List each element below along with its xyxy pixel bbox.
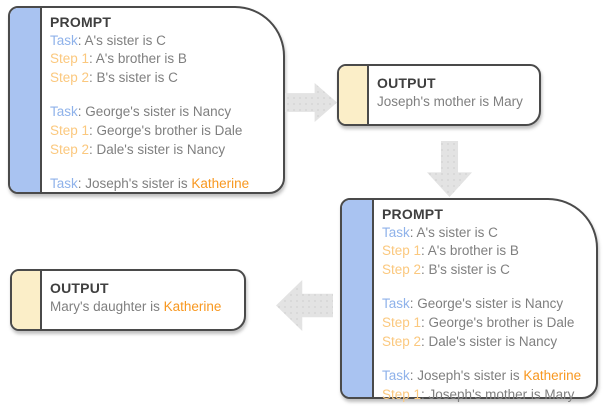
text-segment: Joseph's mother is Mary	[377, 93, 523, 109]
text-segment: : A's brother is B	[421, 243, 519, 259]
text-line: Task: A's sister is C	[382, 224, 592, 243]
output-accent-bar	[339, 66, 369, 124]
text-line: Step 2: Dale's sister is Nancy	[50, 141, 279, 160]
text-segment: Step 2	[50, 69, 90, 85]
blank-line	[382, 279, 592, 295]
blank-line	[382, 351, 592, 367]
box-header: OUTPUT	[377, 75, 436, 91]
text-segment: : George's brother is Dale	[421, 314, 575, 330]
text-segment: Task	[50, 176, 78, 192]
text-line: Joseph's mother is Mary	[377, 93, 535, 112]
text-line: Task: A's sister is C	[50, 32, 279, 51]
text-segment: : Joseph's sister is	[77, 176, 192, 192]
output-box-1: OUTPUT Joseph's mother is Mary	[337, 64, 541, 126]
arrow-left-icon	[276, 280, 333, 331]
output-box-2: OUTPUT Mary's daughter is Katherine	[10, 269, 246, 331]
blank-line	[50, 159, 279, 175]
text-segment: : Joseph's mother is Mary	[421, 386, 575, 402]
text-segment: : A's sister is C	[77, 32, 166, 48]
output-accent-bar	[12, 271, 42, 329]
text-segment: Step 1	[382, 386, 422, 402]
text-line: Step 2: Dale's sister is Nancy	[382, 333, 592, 352]
text-line: Step 1: George's brother is Dale	[50, 122, 279, 141]
arrow-right-icon	[285, 83, 337, 122]
text-segment: Task	[382, 368, 410, 384]
text-line: Mary's daughter is Katherine	[50, 298, 240, 317]
text-segment: : Dale's sister is Nancy	[421, 333, 558, 349]
text-line: Task: George's sister is Nancy	[50, 103, 279, 122]
text-segment: : George's sister is Nancy	[77, 104, 232, 120]
text-segment: Katherine	[191, 176, 250, 192]
prompt-accent-bar	[342, 200, 374, 397]
text-segment: : George's brother is Dale	[89, 122, 243, 138]
text-line: Task: George's sister is Nancy	[382, 295, 592, 314]
text-segment: Step 1	[50, 122, 90, 138]
text-segment: : B's sister is C	[421, 261, 510, 277]
text-segment: Task	[382, 224, 410, 240]
text-line: Step 1: A's brother is B	[382, 242, 592, 261]
blank-line	[50, 87, 279, 103]
text-segment: : A's brother is B	[89, 51, 187, 67]
text-segment: Step 2	[382, 333, 422, 349]
text-line: Step 1: A's brother is B	[50, 50, 279, 69]
text-line: Step 1: George's brother is Dale	[382, 314, 592, 333]
text-segment: : Dale's sister is Nancy	[89, 141, 226, 157]
text-segment: Task	[382, 296, 410, 312]
text-segment: Step 1	[382, 243, 422, 259]
text-segment: Step 1	[50, 51, 90, 67]
text-segment: Katherine	[163, 298, 222, 314]
text-line: Task: Joseph's sister is Katherine	[50, 175, 279, 194]
text-segment: Task	[50, 32, 78, 48]
text-segment: : George's sister is Nancy	[409, 296, 564, 312]
text-line: Task: Joseph's sister is Katherine	[382, 367, 592, 386]
box-header: PROMPT	[50, 14, 112, 30]
prompt-accent-bar	[10, 8, 42, 192]
text-segment: : Joseph's sister is	[409, 368, 524, 384]
text-segment: : B's sister is C	[89, 69, 178, 85]
box-content: OUTPUT Joseph's mother is Mary	[369, 66, 539, 124]
text-line: Step 2: B's sister is C	[382, 261, 592, 280]
box-header: OUTPUT	[50, 280, 109, 296]
text-segment: Katherine	[523, 368, 582, 384]
arrow-down-icon	[427, 141, 472, 197]
text-segment: : A's sister is C	[409, 224, 498, 240]
text-segment: Task	[50, 104, 78, 120]
text-line: Step 2: B's sister is C	[50, 69, 279, 88]
text-segment: Step 2	[382, 261, 422, 277]
box-content: OUTPUT Mary's daughter is Katherine	[42, 271, 244, 329]
box-header: PROMPT	[382, 206, 444, 222]
text-segment: Mary's daughter is	[50, 298, 164, 314]
text-segment: Step 1	[382, 314, 422, 330]
text-segment: Step 2	[50, 141, 90, 157]
text-line: Step 1: Joseph's mother is Mary	[382, 386, 592, 405]
